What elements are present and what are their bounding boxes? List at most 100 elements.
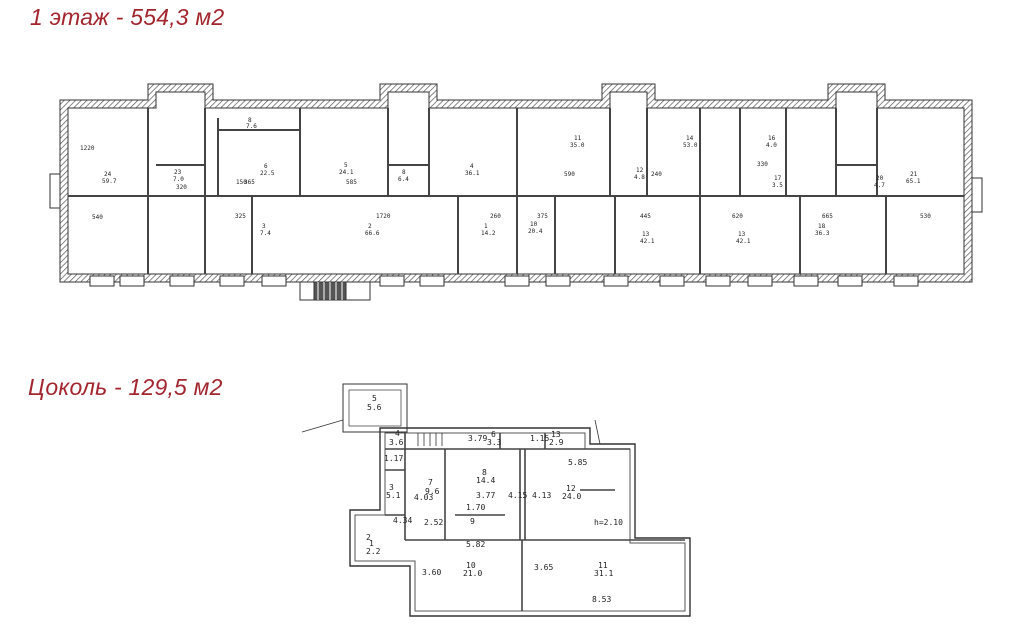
b-room-num: 1 bbox=[369, 539, 374, 548]
b-room-num: 5 bbox=[372, 394, 377, 403]
f1-room-area: 7.4 bbox=[260, 230, 271, 237]
floor1-partitions bbox=[68, 108, 964, 274]
f1-room-area: 7.0 bbox=[173, 176, 184, 183]
f1-room-area: 4.0 bbox=[766, 142, 777, 149]
b-room-num: 8 bbox=[482, 468, 487, 477]
b-dim: 8.53 bbox=[592, 595, 611, 604]
basement-heading: Цоколь - 129,5 м2 bbox=[28, 374, 223, 400]
f1-room-area: 3.5 bbox=[772, 182, 783, 189]
b-dim: 4.03 bbox=[414, 493, 433, 502]
b-room-num: 10 bbox=[466, 561, 476, 570]
f1-room-num: 12 bbox=[636, 167, 644, 174]
b-room-num: 9 bbox=[470, 517, 475, 526]
f1-room-num: 23 bbox=[174, 169, 182, 176]
b-dim: 4.13 bbox=[532, 491, 551, 500]
b-room-area: 14.4 bbox=[476, 476, 495, 485]
floor1-dimension-labels: 540 1220 325 1720 260 375 445 620 665 53… bbox=[80, 145, 931, 221]
f1-room-num: 2 bbox=[368, 223, 372, 230]
b-dim: 3.60 bbox=[422, 568, 441, 577]
f1-dim: 1720 bbox=[376, 213, 391, 220]
f1-room-num: 10 bbox=[530, 221, 538, 228]
basement-plan bbox=[301, 383, 691, 617]
b-room-area: 2.2 bbox=[366, 547, 381, 556]
f1-room-area: 65.1 bbox=[906, 178, 921, 185]
b-room-area: 3.6 bbox=[389, 438, 404, 447]
f1-room-num: 18 bbox=[818, 223, 826, 230]
basement-partitions bbox=[385, 433, 685, 611]
floor1-windows bbox=[89, 275, 919, 287]
b-room-area: 24.0 bbox=[562, 492, 581, 501]
f1-room-num: 14 bbox=[686, 135, 694, 142]
b-dim: 3.79 bbox=[468, 434, 487, 443]
f1-room-area: 35.0 bbox=[570, 142, 585, 149]
f1-room-num: 5 bbox=[344, 162, 348, 169]
f1-room-area: 42.1 bbox=[640, 238, 655, 245]
b-room-area: 21.0 bbox=[463, 569, 482, 578]
floor1-room-labels: 24 59.7 23 7.0 8 7.6 6 22.5 5 24.1 8 6.4… bbox=[102, 117, 921, 245]
f1-room-num: 6 bbox=[264, 163, 268, 170]
floor1-entrance-stairs bbox=[299, 281, 371, 301]
b-room-num: 3 bbox=[389, 483, 394, 492]
basement-stairs bbox=[417, 433, 443, 446]
b-room-area: 5.6 bbox=[367, 403, 382, 412]
f1-room-area: 53.0 bbox=[683, 142, 698, 149]
f1-dim: 620 bbox=[732, 213, 743, 220]
f1-room-area: 42.1 bbox=[736, 238, 751, 245]
f1-dim: 375 bbox=[537, 213, 548, 220]
f1-dim: 540 bbox=[92, 214, 103, 221]
f1-dim: 260 bbox=[490, 213, 501, 220]
f1-room-num: 24 bbox=[104, 171, 112, 178]
f1-room-num: 20 bbox=[876, 175, 884, 182]
basement-outer-wall bbox=[349, 427, 691, 617]
basement-shaft bbox=[342, 383, 408, 433]
f1-dim: 585 bbox=[346, 179, 357, 186]
b-dim: 5.85 bbox=[568, 458, 587, 467]
f1-room-area: 59.7 bbox=[102, 178, 117, 185]
b-dim: 2.52 bbox=[424, 518, 443, 527]
floor1-plan bbox=[49, 83, 983, 301]
f1-dim: 240 bbox=[651, 171, 662, 178]
f1-room-area: 6.4 bbox=[398, 176, 409, 183]
floor1-heading: 1 этаж - 554,3 м2 bbox=[30, 4, 225, 30]
f1-room-area: 14.2 bbox=[481, 230, 496, 237]
f1-room-num: 16 bbox=[768, 135, 776, 142]
f1-dim: 365 bbox=[244, 179, 255, 186]
b-room-area: 2.9 bbox=[549, 438, 564, 447]
f1-dim: 150 bbox=[236, 179, 247, 186]
f1-dim: 445 bbox=[640, 213, 651, 220]
f1-room-num: 8 bbox=[248, 117, 252, 124]
b-room-num: 2 bbox=[366, 533, 371, 542]
b-room-area: 31.1 bbox=[594, 569, 613, 578]
b-room-num: 7 bbox=[428, 478, 433, 487]
b-dim: 5.82 bbox=[466, 540, 485, 549]
f1-room-num: 4 bbox=[470, 163, 474, 170]
f1-dim: 320 bbox=[176, 184, 187, 191]
f1-room-area: 7.6 bbox=[246, 123, 257, 130]
f1-room-area: 22.5 bbox=[260, 170, 275, 177]
b-dim: 4.34 bbox=[393, 516, 412, 525]
f1-room-num: 21 bbox=[910, 171, 918, 178]
b-dim: 1.70 bbox=[466, 503, 485, 512]
f1-room-area: 66.6 bbox=[365, 230, 380, 237]
f1-room-num: 1 bbox=[484, 223, 488, 230]
b-room-area: 3.3 bbox=[487, 438, 502, 447]
f1-room-num: 11 bbox=[574, 135, 582, 142]
b-room-num: 11 bbox=[598, 561, 608, 570]
f1-room-num: 13 bbox=[738, 231, 746, 238]
basement-room-labels: 5 5.6 4 3.6 6 3.3 13 2.9 3 5.1 7 9.6 8 1… bbox=[366, 394, 613, 578]
f1-dim: 530 bbox=[920, 213, 931, 220]
b-room-area: 9.6 bbox=[425, 487, 440, 496]
f1-room-num: 3 bbox=[262, 223, 266, 230]
f1-dim: 665 bbox=[822, 213, 833, 220]
b-room-num: 12 bbox=[566, 484, 576, 493]
b-dim: 1.17 bbox=[384, 454, 403, 463]
f1-room-area: 36.3 bbox=[815, 230, 830, 237]
f1-room-area: 36.1 bbox=[465, 170, 480, 177]
f1-room-area: 24.1 bbox=[339, 169, 354, 176]
b-dim: 4.15 bbox=[508, 491, 527, 500]
f1-dim: 590 bbox=[564, 171, 575, 178]
f1-room-area: 20.4 bbox=[528, 228, 543, 235]
b-room-area: 5.1 bbox=[386, 491, 401, 500]
